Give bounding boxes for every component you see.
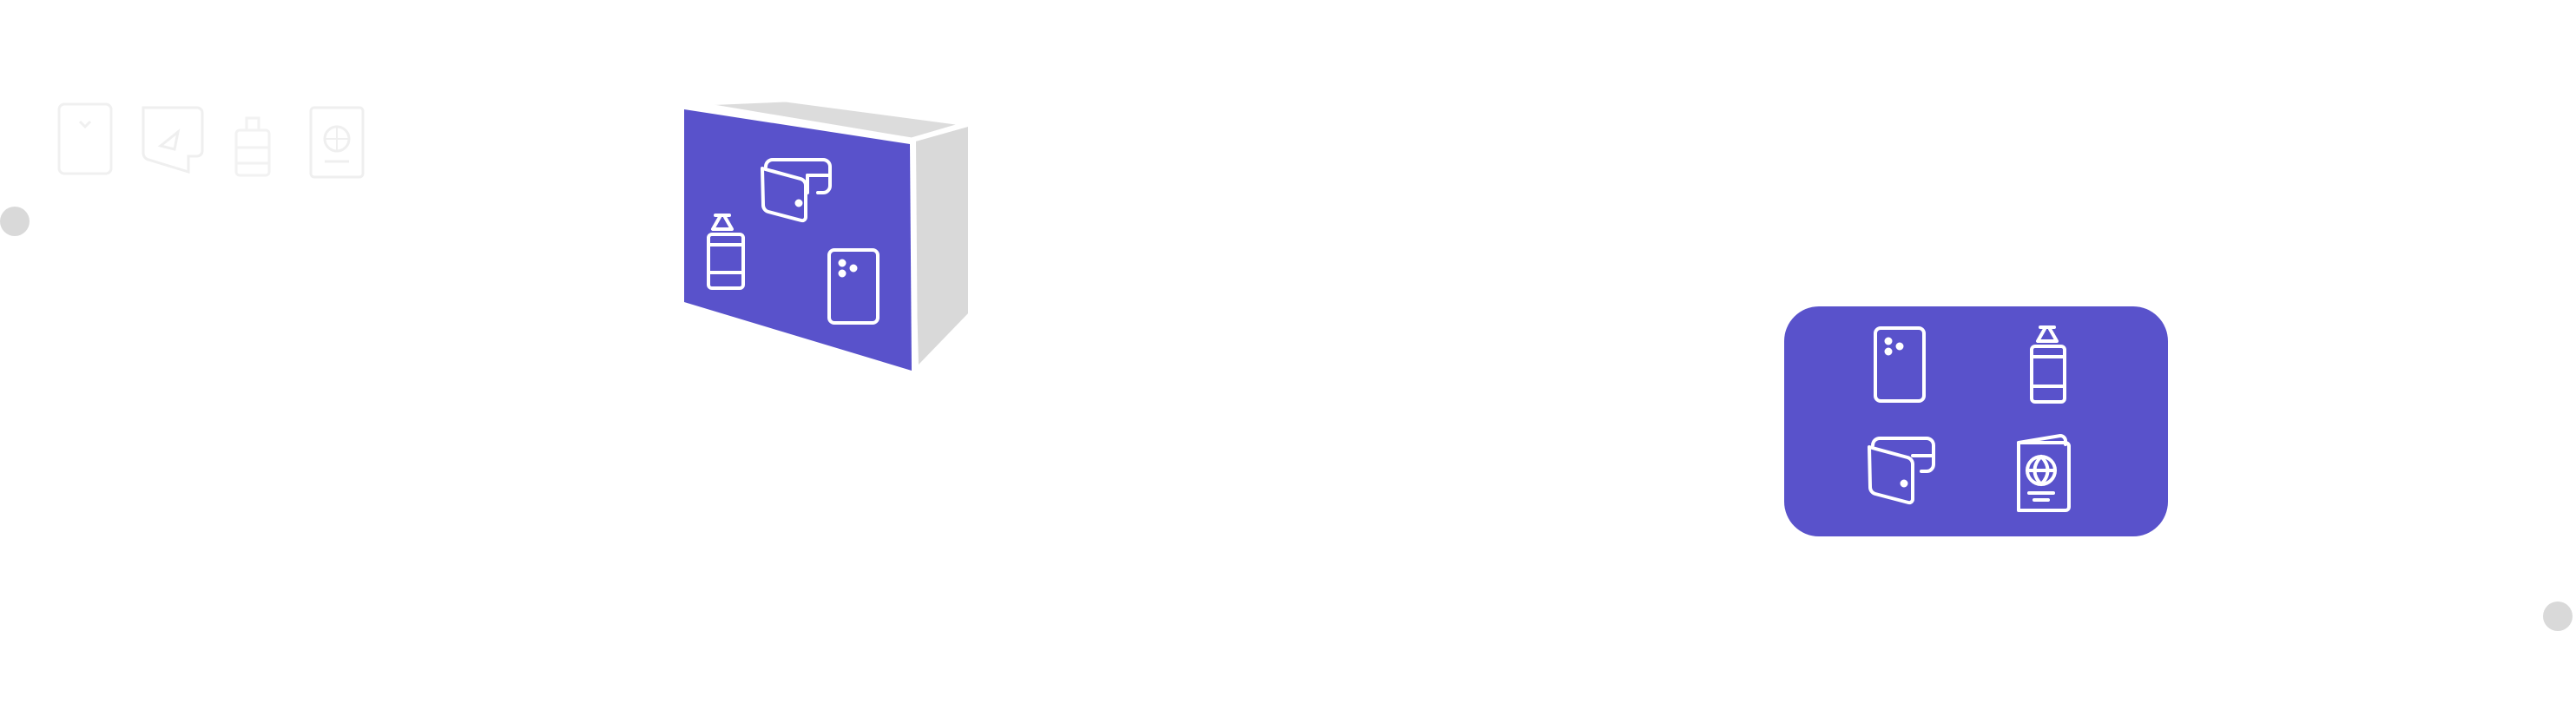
wallet-icon bbox=[1868, 437, 1935, 505]
box-front-face bbox=[684, 109, 912, 371]
spray-bottle-icon bbox=[2030, 325, 2066, 404]
phone-icon bbox=[57, 102, 113, 175]
storage-box-illustration bbox=[684, 99, 968, 372]
decorative-dot-left bbox=[0, 207, 30, 236]
passport-icon bbox=[2017, 434, 2071, 512]
phone-icon bbox=[1874, 326, 1926, 403]
spray-bottle-icon bbox=[707, 214, 745, 290]
phone-icon bbox=[827, 248, 880, 325]
wallet-icon bbox=[142, 106, 204, 174]
decorative-dot-right bbox=[2543, 602, 2573, 631]
spray-bottle-icon bbox=[234, 116, 271, 177]
passport-icon bbox=[309, 106, 365, 179]
ghost-icon-row bbox=[52, 95, 382, 191]
items-card bbox=[1784, 306, 2168, 536]
wallet-icon bbox=[761, 158, 832, 223]
box-top-face bbox=[702, 99, 963, 141]
box-side-face bbox=[912, 127, 968, 365]
